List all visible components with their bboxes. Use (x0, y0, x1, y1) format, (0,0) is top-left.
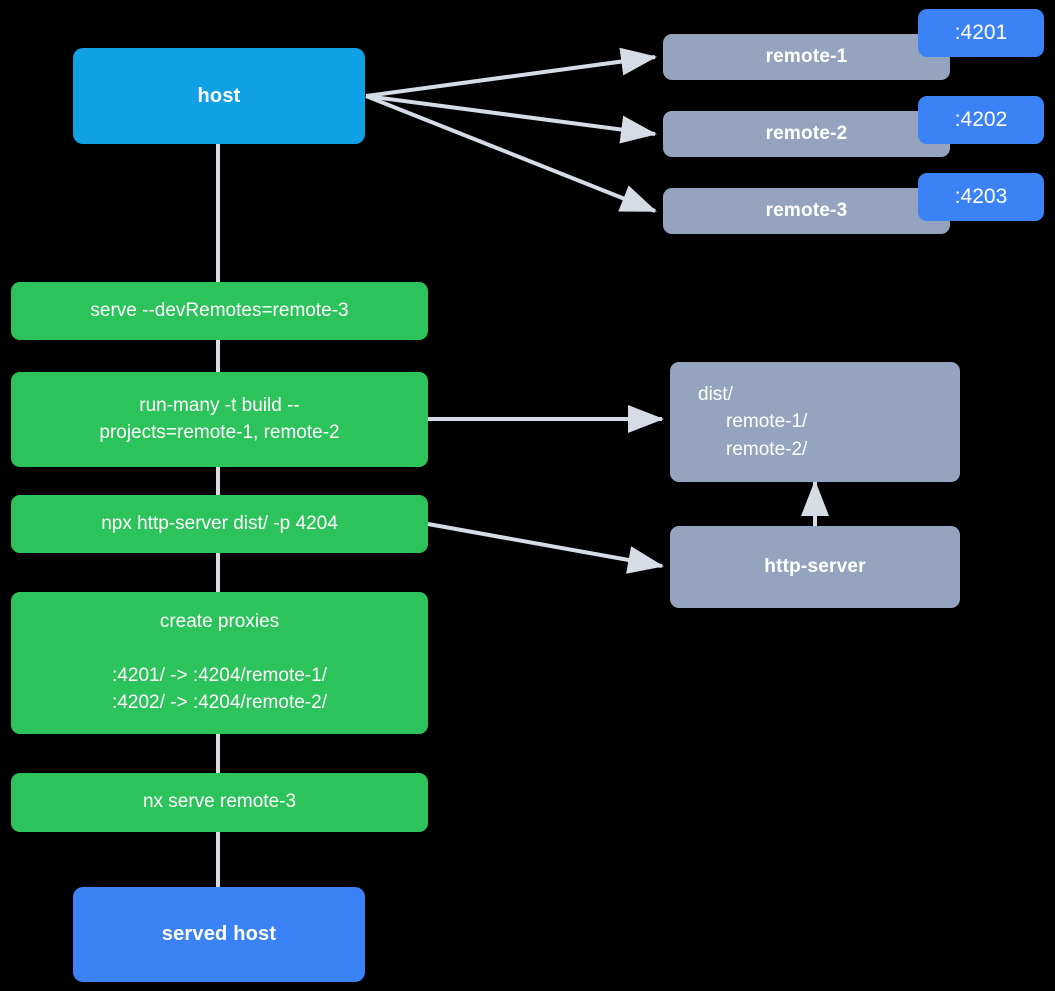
node-http-server[interactable]: http-server (670, 526, 960, 608)
node-remote-3-label: remote-3 (765, 200, 848, 221)
port-badge-remote-2[interactable]: :4202 (918, 96, 1044, 144)
node-served-host[interactable]: served host (73, 887, 365, 982)
node-remote-2[interactable]: remote-2 (663, 111, 950, 157)
edge-host-to-remote-2 (365, 94, 657, 144)
node-dist-folder[interactable]: dist/ remote-1/ remote-2/ (670, 362, 960, 482)
node-create-proxies[interactable]: create proxies :4201/ -> :4204/remote-1/… (11, 592, 428, 734)
proxy-mapping-1: :4201/ -> :4204/remote-1/ (112, 664, 327, 686)
command-text-line-1: run-many -t build -- (139, 394, 300, 416)
port-badge-remote-2-label: :4202 (954, 108, 1008, 131)
node-remote-1[interactable]: remote-1 (663, 34, 950, 80)
node-served-host-label: served host (161, 923, 277, 945)
create-proxies-title: create proxies (159, 610, 280, 632)
node-remote-2-label: remote-2 (765, 123, 848, 144)
command-text-line-2: projects=remote-1, remote-2 (99, 421, 340, 443)
dist-root-label: dist/ (698, 383, 733, 405)
node-run-many-build[interactable]: run-many -t build -- projects=remote-1, … (11, 372, 428, 467)
command-text: nx serve remote-3 (142, 791, 297, 813)
node-host-label: host (197, 84, 241, 107)
node-http-server-label: http-server (764, 556, 866, 577)
command-text: npx http-server dist/ -p 4204 (101, 512, 338, 534)
node-remote-1-label: remote-1 (765, 46, 848, 67)
edge-host-to-remote-1 (365, 47, 657, 98)
port-badge-remote-1-label: :4201 (954, 21, 1008, 44)
port-badge-remote-3[interactable]: :4203 (918, 173, 1044, 221)
proxy-mapping-2: :4202/ -> :4204/remote-2/ (112, 692, 327, 714)
node-npx-http-server[interactable]: npx http-server dist/ -p 4204 (11, 495, 428, 553)
edge-npx-http-server-to-http-server (427, 522, 664, 574)
node-nx-serve-remote-3[interactable]: nx serve remote-3 (11, 773, 428, 832)
dist-child-remote-2: remote-2/ (726, 438, 808, 460)
edge-host-to-remote-3 (365, 94, 657, 213)
port-badge-remote-3-label: :4203 (954, 185, 1008, 208)
port-badge-remote-1[interactable]: :4201 (918, 9, 1044, 57)
command-text: serve --devRemotes=remote-3 (90, 299, 349, 321)
node-serve-devremotes[interactable]: serve --devRemotes=remote-3 (11, 282, 428, 340)
node-remote-3[interactable]: remote-3 (663, 188, 950, 234)
node-host[interactable]: host (73, 48, 365, 144)
dist-child-remote-1: remote-1/ (726, 411, 808, 433)
